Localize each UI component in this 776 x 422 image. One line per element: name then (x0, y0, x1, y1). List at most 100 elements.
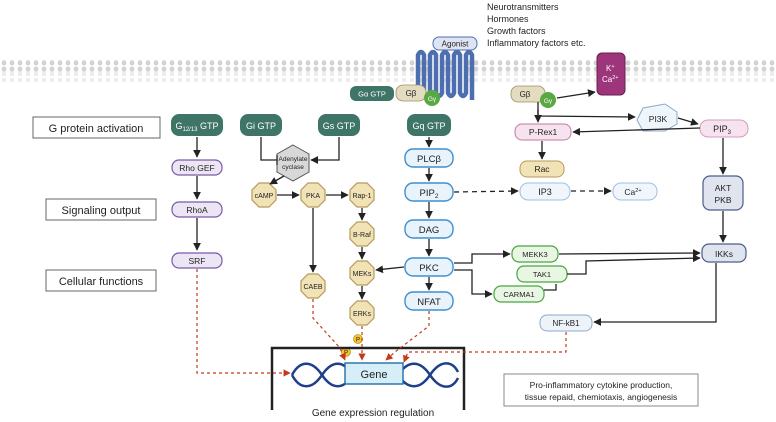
pka-node: PKA (300, 182, 326, 208)
caeb-node: CAEB (300, 273, 326, 299)
svg-text:cyclase: cyclase (282, 164, 304, 171)
ggamma-label: Gγ (428, 96, 437, 103)
gbetagamma-right: Gβ Gγ (510, 85, 556, 108)
svg-text:PKC: PKC (419, 263, 439, 274)
svg-text:B-Raf: B-Raf (353, 232, 371, 239)
rhoa-node: RhoA (171, 201, 223, 218)
meks-node: MEKs (349, 260, 375, 286)
plcb-node: PLCβ (404, 148, 454, 168)
svg-text:G12/13 GTP: G12/13 GTP (175, 121, 218, 133)
svg-text:Ca2+: Ca2+ (624, 187, 641, 197)
svg-text:ERKs: ERKs (353, 311, 371, 318)
carma1-node: CARMA1 (493, 285, 545, 303)
svg-text:P: P (356, 338, 360, 344)
svg-text:G protein activation: G protein activation (49, 123, 144, 135)
svg-text:NF-kB1: NF-kB1 (552, 319, 580, 328)
svg-text:Adenylate: Adenylate (279, 156, 308, 163)
svg-text:CAEB: CAEB (303, 284, 322, 291)
phospho-marker: P (353, 334, 363, 344)
agonist-box (432, 36, 478, 51)
svg-text:Rac: Rac (534, 164, 550, 174)
svg-text:RhoA: RhoA (186, 205, 208, 215)
svg-text:P-Rex1: P-Rex1 (529, 127, 558, 137)
ligand-list: Neurotransmitters Hormones Growth factor… (487, 2, 586, 48)
row-label-signaling: Signaling output (45, 198, 157, 221)
svg-text:Gene: Gene (361, 369, 388, 381)
nucleus-frame (270, 346, 466, 410)
svg-text:AKT: AKT (715, 183, 732, 193)
srf-node: SRF (171, 252, 223, 269)
g1213-gtp-node: G12/13 GTP (171, 114, 223, 136)
gi-gtp-node: Gi GTP (240, 114, 282, 136)
outcome-box: Pro-inflammatory cytokine production, ti… (503, 373, 699, 407)
svg-text:PIP2: PIP2 (420, 188, 439, 200)
nfkb1-node: NF-kB1 (539, 314, 593, 332)
gene-node: Gene (344, 362, 404, 385)
heterotrimer-left: Gα GTP Gβ Gγ (350, 84, 440, 106)
rap1-node: Rap-1 (349, 182, 375, 208)
gbeta-label: Gβ (520, 90, 531, 99)
svg-text:CARMA1: CARMA1 (503, 290, 534, 299)
pkc-node: PKC (404, 257, 454, 277)
gq-gtp-node: Gq GTP (407, 114, 451, 136)
svg-text:cAMP: cAMP (255, 193, 274, 200)
svg-text:Cellular functions: Cellular functions (59, 276, 144, 288)
gene-caption: Gene expression regulation (312, 408, 434, 419)
ligand-item: Inflammatory factors etc. (487, 38, 586, 48)
svg-text:Rap-1: Rap-1 (352, 193, 371, 200)
svg-text:Gq GTP: Gq GTP (412, 121, 445, 131)
ikks-node: IKKs (701, 243, 747, 263)
row-label-cellular: Cellular functions (45, 269, 157, 292)
svg-text:Pro-inflammatory cytokine prod: Pro-inflammatory cytokine production, (530, 380, 673, 390)
ggamma-node (540, 92, 556, 108)
camp-node: cAMP (251, 182, 277, 208)
svg-text:P: P (344, 351, 348, 357)
svg-text:Signaling output: Signaling output (62, 205, 141, 217)
gs-gtp-node: Gs GTP (318, 114, 360, 136)
cell-membrane (0, 60, 776, 82)
svg-text:Gi GTP: Gi GTP (246, 121, 276, 131)
galpha-gtp-label: Gα GTP (358, 90, 386, 99)
svg-text:PKB: PKB (714, 195, 731, 205)
pip2-node: PIP2 (404, 182, 454, 202)
svg-text:IKKs: IKKs (715, 249, 733, 259)
channel-ca-label: Ca2+ (602, 75, 619, 84)
ligand-item: Hormones (487, 14, 529, 24)
braf-node: B-Raf (349, 221, 375, 247)
svg-text:DAG: DAG (419, 225, 440, 236)
svg-text:tissue repaid, chemiotaxis, an: tissue repaid, chemiotaxis, angiogenesis (525, 392, 678, 402)
nfat-node: NFAT (404, 291, 454, 311)
pip3-node: PIP3 (699, 119, 749, 138)
erks-node: ERKs (349, 300, 375, 326)
ligand-item: Growth factors (487, 26, 546, 36)
ip3-node: IP3 (519, 182, 571, 201)
svg-text:MEKK3: MEKK3 (522, 250, 547, 259)
rho-gef-node: Rho GEF (171, 159, 223, 176)
dna-helix (290, 362, 460, 388)
dashed-arrows (453, 187, 612, 196)
rac-node: Rac (519, 160, 565, 178)
mekk3-node: MEKK3 (511, 245, 559, 263)
ion-channel: K+ Ca2+ (596, 52, 626, 96)
svg-text:TAK1: TAK1 (533, 270, 551, 279)
agonist-label: Agonist (442, 40, 469, 49)
svg-text:PIP3: PIP3 (713, 124, 732, 136)
ca2-node: Ca2+ (612, 182, 658, 201)
svg-text:PKA: PKA (306, 193, 320, 200)
channel-k-label: K+ (606, 64, 615, 73)
svg-text:PLCβ: PLCβ (417, 154, 441, 165)
svg-text:IP3: IP3 (538, 187, 552, 197)
gene-regulation-arrows (196, 269, 567, 377)
akt-pkb-node: AKT PKB (702, 175, 744, 211)
ggamma-node (424, 90, 440, 106)
ggamma-label: Gγ (544, 98, 553, 105)
gbeta-label: Gβ (406, 89, 417, 98)
svg-text:NFAT: NFAT (417, 297, 441, 308)
row-label-activation: G protein activation (32, 116, 161, 139)
svg-text:Gs GTP: Gs GTP (323, 121, 356, 131)
pathway-arrows (193, 89, 727, 326)
galpha-gtp-node (350, 86, 394, 101)
tak1-node: TAK1 (516, 265, 568, 283)
dag-node: DAG (404, 219, 454, 239)
